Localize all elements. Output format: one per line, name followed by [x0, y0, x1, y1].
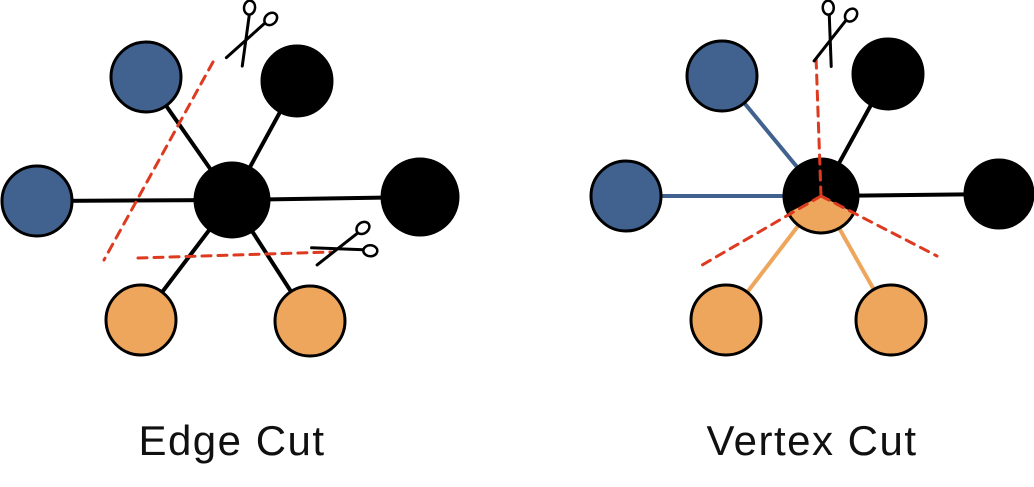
cut-line — [136, 250, 333, 260]
graph-node — [109, 40, 183, 114]
vertex-cut-label: Vertex Cut — [706, 417, 917, 464]
scissors-icon — [310, 220, 379, 267]
graph-node — [589, 159, 663, 233]
graph-node — [273, 284, 347, 358]
graph-node — [685, 39, 759, 113]
graph-node — [260, 44, 334, 118]
scissors-icon — [224, 0, 279, 68]
scissors-icon — [812, 0, 859, 68]
graph-node — [104, 283, 178, 357]
graph-node — [963, 158, 1034, 230]
graph-node — [689, 283, 763, 357]
vertex-cut-graph — [589, 0, 1034, 357]
center-node — [193, 161, 271, 239]
graph-node — [380, 157, 460, 237]
graph-node — [851, 37, 925, 111]
edge-cut-graph — [0, 0, 460, 358]
graph-node — [854, 283, 928, 357]
cut-line — [695, 194, 823, 270]
cut-line — [819, 194, 939, 258]
cut-line — [102, 60, 215, 262]
cut-line — [814, 54, 823, 198]
graph-node — [0, 164, 74, 238]
edge-cut-label: Edge Cut — [138, 417, 325, 464]
